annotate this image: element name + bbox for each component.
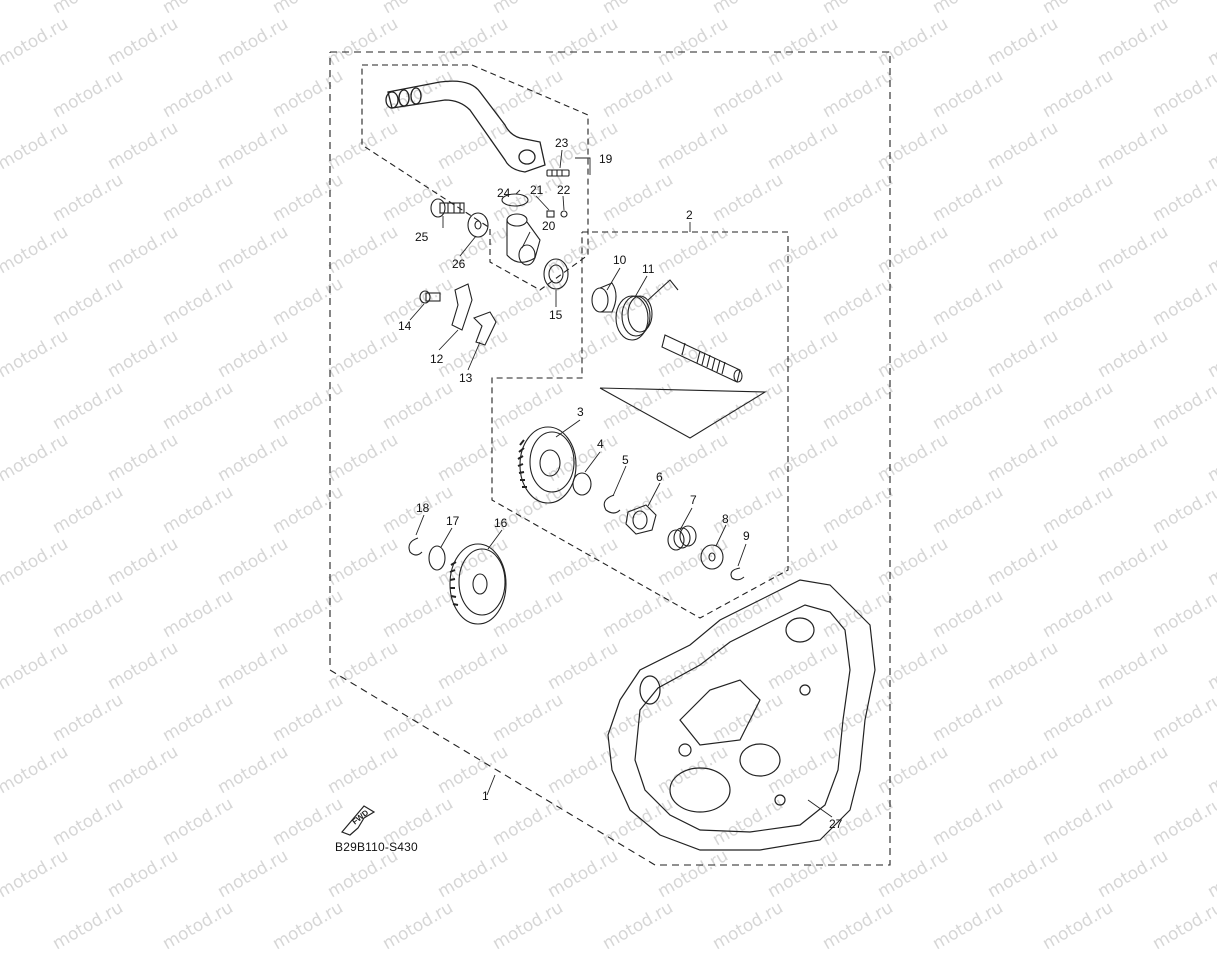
washer-8 xyxy=(700,544,724,570)
callout-25: 25 xyxy=(415,230,429,244)
group-2-boundary xyxy=(491,231,789,619)
bolt-25 xyxy=(430,198,465,218)
spring-22 xyxy=(560,210,568,218)
callout-23: 23 xyxy=(555,136,569,150)
bolt-14 xyxy=(419,290,441,304)
callout-18: 18 xyxy=(416,501,430,515)
shaft-ref-line xyxy=(599,387,767,439)
group-19-boundary xyxy=(361,64,589,291)
spring-7 xyxy=(667,525,697,551)
callout-14: 14 xyxy=(398,319,412,333)
fwd-arrow-icon: FWD xyxy=(340,805,376,836)
crankcase-gasket-27 xyxy=(607,579,876,851)
plate-12 xyxy=(451,283,473,331)
washer-4 xyxy=(572,472,592,496)
callout-22: 22 xyxy=(557,183,571,197)
callout-5: 5 xyxy=(622,453,629,467)
callout-17: 17 xyxy=(446,514,460,528)
callout-9: 9 xyxy=(743,529,750,543)
callout-2: 2 xyxy=(686,208,693,222)
leader-lines xyxy=(409,149,833,818)
bushing-10 xyxy=(591,282,617,313)
callout-24: 24 xyxy=(497,186,511,200)
kick-shaft xyxy=(661,334,743,383)
callout-6: 6 xyxy=(656,470,663,484)
o-ring-24 xyxy=(501,193,529,207)
callout-21: 21 xyxy=(530,183,544,197)
callout-1: 1 xyxy=(482,789,489,803)
bolt-23 xyxy=(546,169,570,177)
torsion-spring-11 xyxy=(615,279,679,341)
circlip-5 xyxy=(603,494,621,514)
callout-20: 20 xyxy=(542,219,556,233)
washer-17 xyxy=(428,545,446,571)
callout-4: 4 xyxy=(597,437,604,451)
callout-16: 16 xyxy=(494,516,508,530)
callout-8: 8 xyxy=(722,512,729,526)
callout-3: 3 xyxy=(577,405,584,419)
ratchet-6 xyxy=(625,504,657,535)
kick-boss-20 xyxy=(506,213,541,266)
circlip-18 xyxy=(408,537,423,556)
oil-seal-15 xyxy=(543,258,569,290)
ball-21 xyxy=(546,210,555,218)
callout-11: 11 xyxy=(642,262,655,276)
idle-gear-16 xyxy=(449,543,507,625)
washer-26 xyxy=(467,212,489,238)
callout-15: 15 xyxy=(549,308,563,322)
callout-12: 12 xyxy=(430,352,444,366)
parts-diagram: FWD xyxy=(329,51,891,866)
plate-13 xyxy=(473,311,497,346)
kick-gear-3 xyxy=(517,426,577,504)
circlip-9 xyxy=(730,567,745,581)
assembly-1-boundary xyxy=(329,51,891,866)
callout-10: 10 xyxy=(613,253,627,267)
callout-26: 26 xyxy=(452,257,466,271)
callout-27: 27 xyxy=(829,817,843,831)
callout-7: 7 xyxy=(690,493,697,507)
callout-13: 13 xyxy=(459,371,473,385)
kick-crank-lever xyxy=(385,80,546,173)
diagram-code: B29B110-S430 xyxy=(335,840,418,854)
callout-19: 19 xyxy=(599,152,613,166)
